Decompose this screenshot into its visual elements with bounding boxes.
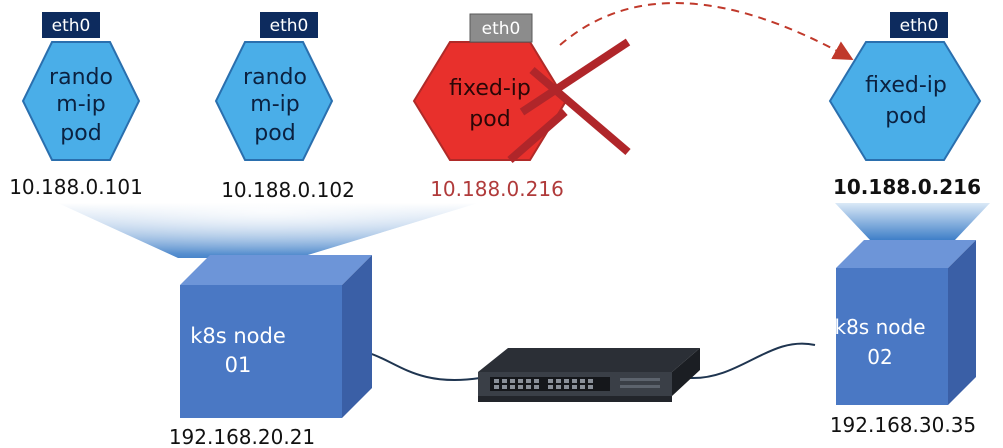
k8s-node-01-cube: k8s node 01	[180, 255, 372, 418]
pod-2-label-line-3: pod	[254, 121, 295, 146]
pod-3: eth0 fixed-ip pod	[412, 13, 568, 161]
node-01-label-line-2: 01	[225, 353, 252, 377]
pod-2-eth0-label: eth0	[270, 16, 309, 36]
node-02-front	[836, 268, 948, 405]
x-mark-icon	[507, 38, 631, 164]
node-01-side	[342, 255, 372, 418]
pod-4-label-line-2: pod	[885, 104, 926, 129]
pod-2: eth0 rando m-ip pod	[214, 12, 334, 161]
pod-2-ip: 10.188.0.102	[221, 178, 355, 202]
node-01-ip: 192.168.20.21	[169, 425, 315, 448]
pod-1-eth0-tab	[42, 12, 100, 38]
node-02-beam	[835, 203, 990, 240]
node-02-label-line-1: k8s node	[835, 315, 926, 339]
node-02-side	[948, 240, 976, 405]
pod-2-label-line-1: rando	[243, 65, 307, 90]
pod-1-label-line-2: m-ip	[56, 92, 105, 117]
pod-3-label-line-1: fixed-ip	[449, 76, 531, 101]
pod-1-label-line-1: rando	[49, 65, 113, 90]
node-01-top	[180, 255, 372, 285]
pod-2-label-line-2: m-ip	[250, 92, 299, 117]
pod-2-hexagon	[214, 41, 334, 161]
node-01-label-line-1: k8s node	[190, 324, 286, 348]
pod-3-eth0-tab	[469, 13, 533, 43]
pod-1: eth0 rando m-ip pod	[21, 12, 141, 161]
pod-3-eth0-label: eth0	[482, 19, 521, 39]
pod-4-eth0-label: eth0	[900, 16, 939, 36]
pod-3-label-line-2: pod	[469, 107, 510, 132]
pod-4-hexagon	[828, 41, 982, 161]
node-01-front	[180, 285, 342, 418]
k8s-node-02-cube: k8s node 02	[835, 240, 976, 405]
node-02-ip: 192.168.30.35	[830, 413, 976, 437]
node-01-beam-highlight	[58, 203, 478, 258]
cable-switch-node02	[689, 342, 816, 380]
pod-4: eth0 fixed-ip pod	[828, 12, 982, 161]
migration-arrow	[559, 2, 854, 60]
node-02-label-line-2: 02	[867, 345, 892, 369]
pod-4-label-line-1: fixed-ip	[865, 73, 947, 98]
pod-2-eth0-tab	[260, 12, 318, 38]
pod-1-label-line-3: pod	[60, 121, 101, 146]
pod-4-ip: 10.188.0.216	[833, 175, 981, 199]
pod-1-eth0-label: eth0	[52, 16, 91, 36]
node-02-top	[836, 240, 976, 268]
network-switch-icon	[478, 348, 700, 402]
pod-1-ip: 10.188.0.101	[9, 175, 143, 199]
pod-1-hexagon	[21, 41, 141, 161]
pod-4-eth0-tab	[890, 12, 948, 38]
pod-3-ip: 10.188.0.216	[430, 177, 564, 201]
